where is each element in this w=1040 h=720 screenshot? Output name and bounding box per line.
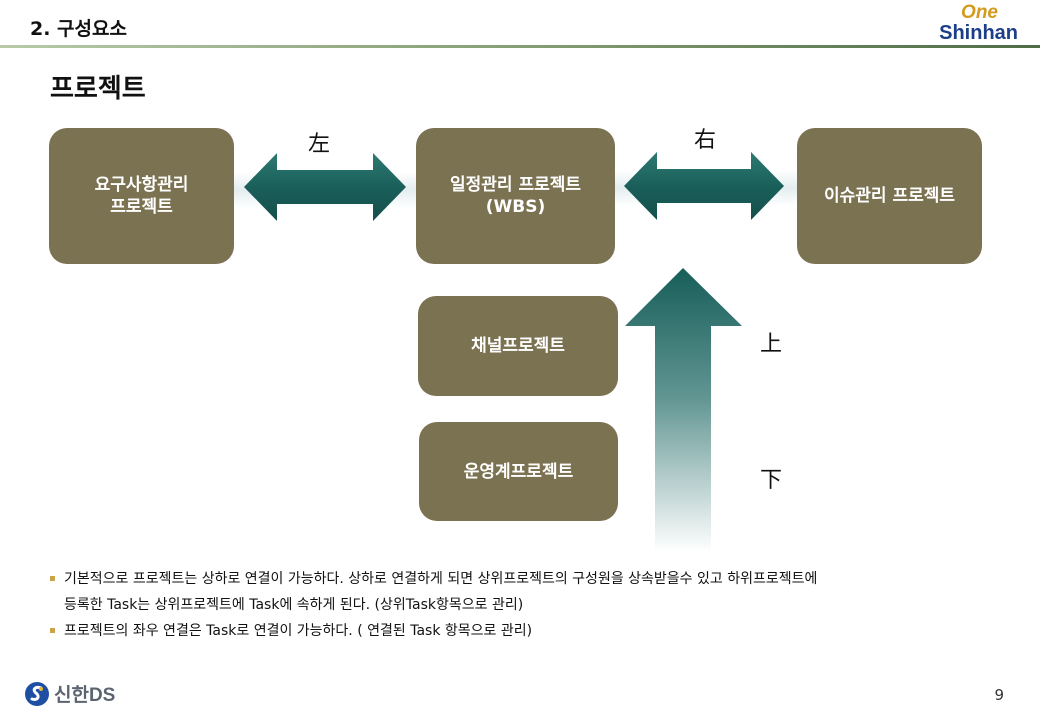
left-arrow-glow: [234, 172, 416, 208]
operation-project-label: 운영계프로젝트: [463, 461, 574, 482]
section-title: 2. 구성요소: [30, 18, 127, 40]
page-number: 9: [994, 686, 1004, 704]
schedule-project-label: 일정관리 프로젝트 (WBS): [449, 175, 582, 217]
up-arrow: [625, 268, 742, 552]
footer-logo: 신한DS: [24, 680, 115, 707]
note-text: 프로젝트의 좌우 연결은 Task로 연결이 가능하다. ( 연결된 Task …: [64, 623, 533, 639]
channel-project-label: 채널프로젝트: [471, 336, 565, 356]
right-arrow-glow: [614, 170, 798, 206]
shinhan-logo-icon: [25, 681, 49, 706]
note-item: 기본적으로 프로젝트는 상하로 연결이 가능하다. 상하로 연결하게 되면 상위…: [50, 566, 1010, 592]
page-title: 프로젝트: [50, 74, 146, 104]
up-label: 上: [760, 332, 783, 357]
issue-project-label: 이슈관리 프로젝트: [823, 186, 956, 206]
header-divider: [0, 45, 1040, 48]
note-item: 프로젝트의 좌우 연결은 Task로 연결이 가능하다. ( 연결된 Task …: [50, 618, 1010, 644]
footer-company: 신한DS: [54, 685, 116, 706]
brand-one: One: [961, 2, 998, 23]
note-text: 등록한 Task는 상위프로젝트에 Task에 속하게 된다. (상위Task항…: [64, 597, 524, 613]
operation-project-box: 운영계프로젝트: [419, 422, 618, 521]
requirements-project-box: 요구사항관리 프로젝트: [49, 128, 234, 264]
schedule-project-box: 일정관리 프로젝트 (WBS): [416, 128, 615, 264]
note-continuation: 등록한 Task는 상위프로젝트에 Task에 속하게 된다. (상위Task항…: [50, 592, 1010, 618]
channel-project-box: 채널프로젝트: [418, 296, 618, 396]
requirements-project-label: 요구사항관리 프로젝트: [94, 175, 189, 217]
bullet-icon: [50, 628, 55, 633]
left-label: 左: [308, 132, 331, 157]
notes: 기본적으로 프로젝트는 상하로 연결이 가능하다. 상하로 연결하게 되면 상위…: [50, 566, 1010, 644]
right-label: 右: [694, 128, 717, 153]
brand-shinhan: Shinhan: [939, 22, 1018, 44]
down-label: 下: [760, 468, 783, 493]
bullet-icon: [50, 576, 55, 581]
brand-logo: One Shinhan: [939, 2, 1018, 44]
issue-project-box: 이슈관리 프로젝트: [797, 128, 982, 264]
note-text: 기본적으로 프로젝트는 상하로 연결이 가능하다. 상하로 연결하게 되면 상위…: [64, 571, 818, 587]
